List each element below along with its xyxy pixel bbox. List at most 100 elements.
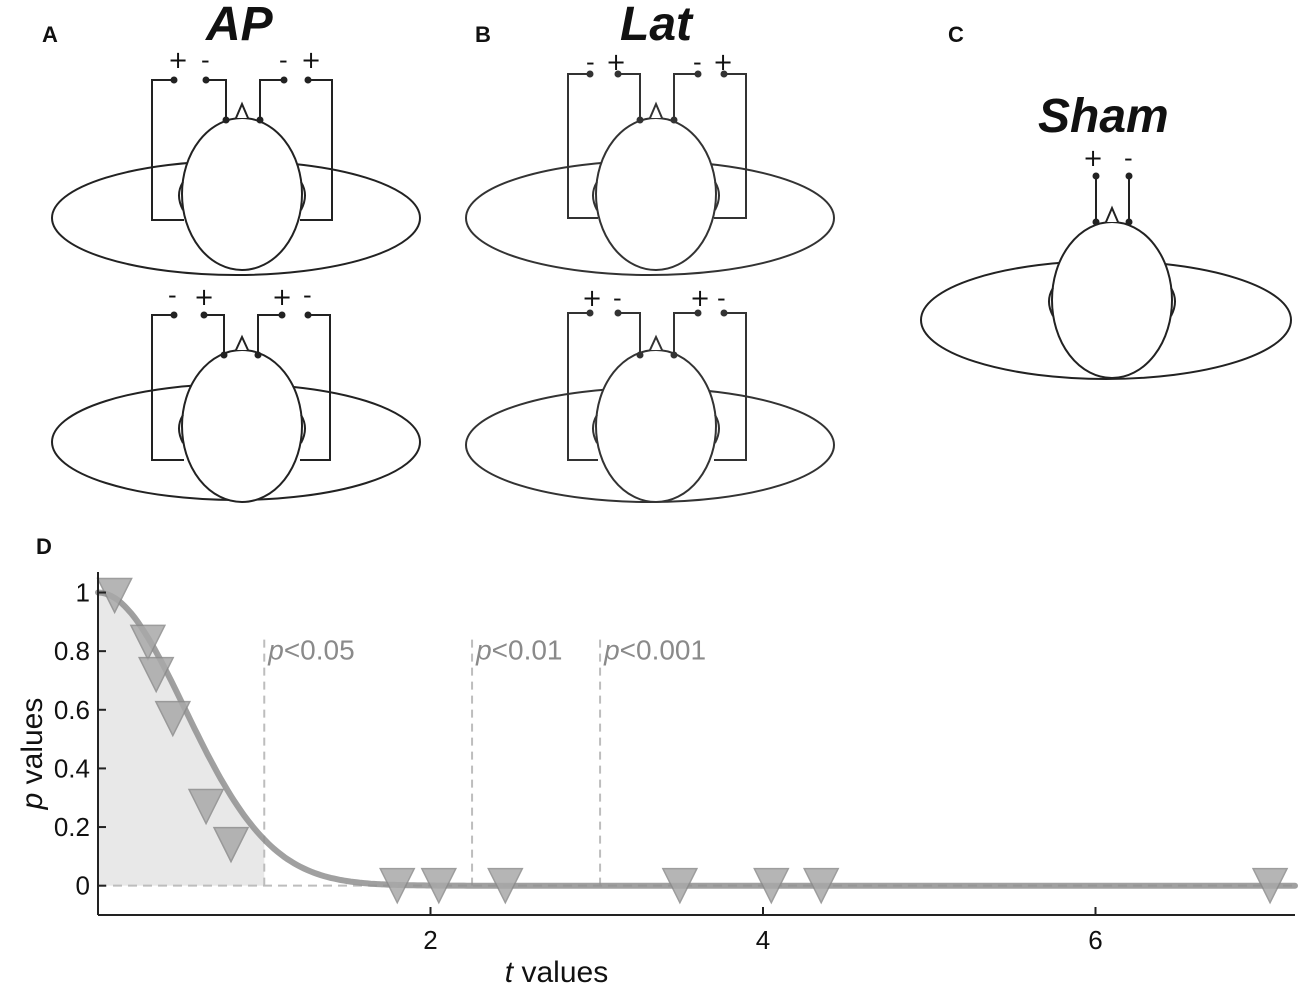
electrode xyxy=(694,309,702,317)
nose-icon xyxy=(1105,205,1119,223)
wire xyxy=(151,314,184,461)
panel-title-lat: Lat xyxy=(620,0,694,51)
threshold-label: p<0.05 xyxy=(267,635,354,666)
y-tick-label: 0.2 xyxy=(54,812,90,842)
nose-icon xyxy=(649,334,663,351)
x-axis-label: t values xyxy=(505,956,608,987)
head-outline xyxy=(595,349,717,503)
head-outline xyxy=(181,349,303,503)
panel-label-c: C xyxy=(948,22,964,47)
y-tick-label: 0.8 xyxy=(54,636,90,666)
polarity-sign: + xyxy=(168,46,188,74)
electrode xyxy=(720,309,728,317)
data-point-marker xyxy=(753,867,790,905)
electrode xyxy=(170,76,178,84)
data-point-marker xyxy=(187,788,225,826)
right-ear-icon xyxy=(714,414,720,444)
panel-title-sham: Sham xyxy=(1038,90,1169,143)
panel-label-d: D xyxy=(36,534,52,559)
wire xyxy=(714,312,747,461)
electrode xyxy=(278,311,286,319)
right-ear-icon xyxy=(300,181,306,211)
electrode xyxy=(304,76,312,84)
montage-lat-bottom: + - + - xyxy=(465,284,835,503)
polarity-sign: + xyxy=(272,283,292,311)
polarity-sign: - xyxy=(693,48,702,76)
polarity-sign: - xyxy=(168,281,177,309)
panel-label-a: A xyxy=(42,22,58,47)
electrode xyxy=(304,311,312,319)
data-point-marker xyxy=(420,867,458,905)
electrode xyxy=(200,311,208,319)
montage-sham: + - xyxy=(920,144,1292,380)
data-point-marker xyxy=(137,656,175,694)
wire xyxy=(257,314,282,355)
electrode xyxy=(670,351,678,359)
wire xyxy=(714,73,747,219)
polarity-sign: + xyxy=(606,48,626,76)
electrode xyxy=(586,309,594,317)
electrode xyxy=(170,311,178,319)
electrode xyxy=(636,351,644,359)
wire xyxy=(618,73,641,120)
electrode xyxy=(1092,218,1100,226)
montage-ap-top: + - - + xyxy=(51,46,421,276)
polarity-sign: + xyxy=(690,284,710,312)
panel-title-ap: AP xyxy=(205,0,274,51)
wire xyxy=(300,314,331,461)
right-ear-icon xyxy=(714,181,720,211)
wire xyxy=(204,314,225,355)
head-outline xyxy=(595,117,717,271)
y-tick-label: 0 xyxy=(76,871,90,901)
data-point-marker xyxy=(661,867,699,905)
data-point-marker xyxy=(379,867,416,905)
right-ear-icon xyxy=(300,414,306,444)
left-ear-icon xyxy=(592,181,598,211)
electrode xyxy=(670,116,678,124)
data-point-marker xyxy=(1251,867,1289,905)
left-ear-icon xyxy=(178,414,184,444)
left-ear-icon xyxy=(1048,287,1054,317)
polarity-sign: + xyxy=(713,48,733,76)
wire xyxy=(673,312,698,355)
wire xyxy=(300,79,333,221)
polarity-sign: - xyxy=(201,46,210,74)
electrode xyxy=(254,351,262,359)
wire xyxy=(206,79,227,120)
nose-icon xyxy=(649,101,663,119)
montage-lat-top: - + - + xyxy=(465,48,835,276)
data-point-marker xyxy=(802,867,840,905)
wire xyxy=(618,312,641,355)
polarity-sign: - xyxy=(586,48,595,76)
nose-icon xyxy=(235,101,249,119)
y-tick-label: 0.4 xyxy=(54,753,90,783)
electrode xyxy=(222,116,230,124)
polarity-sign: - xyxy=(1124,144,1133,172)
electrode xyxy=(1125,218,1133,226)
fit-curve xyxy=(95,589,1298,889)
threshold-label: p<0.01 xyxy=(475,635,562,666)
polarity-sign: + xyxy=(1083,144,1103,172)
significance-area xyxy=(98,592,265,886)
electrode xyxy=(202,76,210,84)
y-axis-label: p values xyxy=(16,698,49,811)
electrode xyxy=(256,116,264,124)
left-ear-icon xyxy=(592,414,598,444)
wire xyxy=(673,73,698,120)
electrode xyxy=(694,70,702,78)
polarity-sign: - xyxy=(717,284,726,312)
electrode xyxy=(586,70,594,78)
right-ear-icon xyxy=(1170,287,1176,317)
data-point-marker xyxy=(96,577,133,615)
electrode xyxy=(720,70,728,78)
montage-ap-bottom: - + + - xyxy=(51,281,421,503)
left-ear-icon xyxy=(178,181,184,211)
x-tick-label: 4 xyxy=(756,925,770,955)
electrode xyxy=(614,70,622,78)
data-point-marker xyxy=(487,867,524,905)
y-tick-label: 0.6 xyxy=(54,695,90,725)
head-outline xyxy=(1051,221,1173,379)
y-tick-label: 1 xyxy=(76,578,90,608)
